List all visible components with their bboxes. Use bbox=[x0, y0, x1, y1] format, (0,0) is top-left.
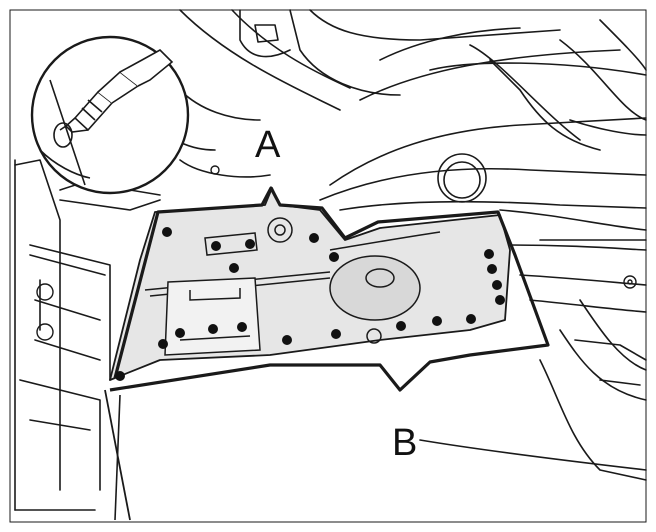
panel-details bbox=[144, 217, 441, 356]
rivet bbox=[115, 371, 125, 381]
rivet bbox=[162, 227, 172, 237]
rivet bbox=[208, 324, 218, 334]
rivet bbox=[309, 233, 319, 243]
rivet bbox=[466, 314, 476, 324]
small-fasteners bbox=[36, 165, 637, 341]
rivet bbox=[432, 316, 442, 326]
rivet bbox=[495, 295, 505, 305]
rivet bbox=[158, 339, 168, 349]
rivet bbox=[396, 321, 406, 331]
rivet bbox=[492, 280, 502, 290]
rivet bbox=[484, 249, 494, 259]
rivets bbox=[115, 227, 505, 381]
callout-a: A bbox=[255, 124, 281, 166]
figure-border bbox=[9, 9, 647, 523]
rivet bbox=[229, 263, 239, 273]
drain-plug-hole bbox=[437, 153, 487, 203]
callout-b: B bbox=[392, 422, 418, 464]
rivet bbox=[211, 241, 221, 251]
rivet bbox=[237, 322, 247, 332]
rivet bbox=[487, 264, 497, 274]
rivet bbox=[329, 252, 339, 262]
outline-b bbox=[109, 186, 550, 392]
rivet bbox=[331, 329, 341, 339]
rivet bbox=[175, 328, 185, 338]
rivet bbox=[282, 335, 292, 345]
rivet bbox=[245, 239, 255, 249]
inset-detail bbox=[30, 35, 190, 195]
